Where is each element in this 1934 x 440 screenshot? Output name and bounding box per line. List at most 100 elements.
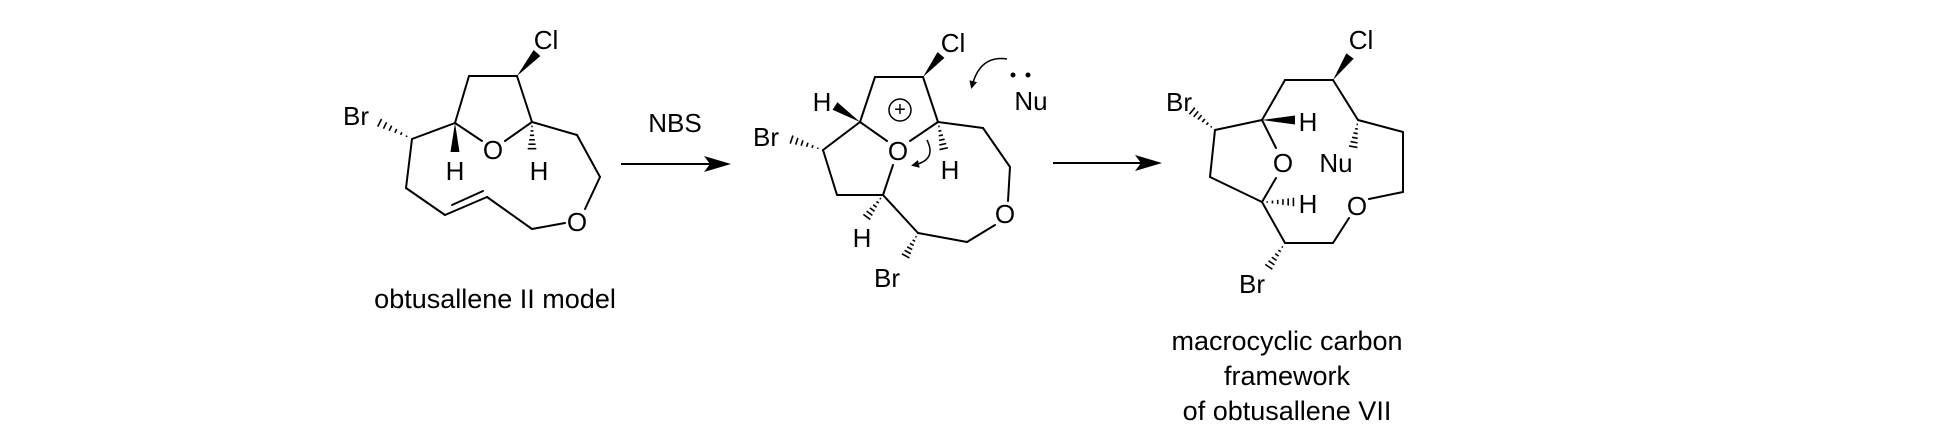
hash-stroke (872, 204, 878, 208)
atom-br: Br (343, 101, 369, 131)
wedge-shape (1262, 115, 1295, 125)
hash-stroke (1353, 132, 1358, 135)
wedge-bond-cl (1333, 53, 1354, 80)
hash-stroke (394, 128, 398, 134)
wedge-shape (832, 102, 860, 122)
atom-br-top: Br (753, 122, 779, 152)
hash-stroke (1351, 136, 1358, 140)
caption-line-2: framework (1224, 361, 1351, 391)
atom-o-oxonium: O (888, 136, 908, 166)
hash-bond-br (789, 135, 819, 150)
atom-br-bottom: Br (1239, 269, 1265, 299)
hash-bond-br-top (1188, 107, 1213, 128)
hash-bond-br-bottom (901, 235, 917, 259)
hash-bond-h (938, 125, 949, 151)
wedge-shape (517, 50, 541, 76)
caption-line-1: macrocyclic carbon (1171, 326, 1402, 356)
atom-o-ring: O (483, 135, 503, 165)
hash-stroke (1268, 260, 1275, 266)
molecule-obtusallene-vii-framework: Cl Br H O Nu H O Br macrocyclic carbon f… (1166, 25, 1404, 426)
atom-o-macro: O (995, 199, 1015, 229)
hash-stroke (869, 207, 875, 212)
hash-stroke (1350, 140, 1358, 144)
atom-h-bottom: H (1299, 189, 1318, 219)
hash-stroke (879, 197, 882, 200)
hash-stroke (399, 131, 403, 136)
wedge-shape (450, 123, 460, 152)
wedge-bond-h (1262, 115, 1295, 125)
hash-stroke (866, 210, 873, 217)
hash-stroke (938, 138, 945, 142)
hash-stroke (909, 242, 915, 247)
hash-stroke (912, 239, 916, 243)
hash-stroke (938, 129, 942, 132)
hash-stroke (789, 135, 794, 144)
molecule-oxonium-intermediate: + Cl H Br O H H Br O Nu (753, 28, 1048, 293)
wedge-bond-cl (923, 52, 945, 77)
caption-obtusallene-ii-model: obtusallene II model (374, 284, 616, 314)
wedge-bond-h (832, 102, 860, 122)
atom-h-top: H (813, 87, 832, 117)
reaction-arrow-1: NBS (621, 108, 731, 172)
hash-bond-h-bottom (862, 197, 882, 221)
hash-bond-br (376, 118, 408, 138)
atom-h-bottom: H (853, 223, 872, 253)
bonds (1209, 79, 1404, 244)
caption-line-3: of obtusallene VII (1183, 396, 1392, 426)
curved-arrow-nucleophile-attack (969, 57, 1008, 89)
reaction-arrow-2 (1053, 155, 1162, 171)
hash-stroke (906, 246, 913, 251)
atom-o-bridge: O (1273, 148, 1293, 178)
arrow-head (1135, 155, 1162, 171)
atom-h-top: H (1299, 107, 1318, 137)
hash-stroke (794, 137, 799, 145)
hash-stroke (939, 142, 947, 146)
atom-br-bottom: Br (874, 263, 900, 293)
hash-stroke (914, 235, 917, 238)
hash-stroke (382, 121, 388, 130)
hash-stroke (904, 249, 912, 255)
hash-stroke (376, 118, 383, 128)
atom-h-left: H (446, 156, 465, 186)
hash-stroke (405, 135, 408, 138)
hash-stroke (1205, 122, 1209, 126)
atom-br-top: Br (1166, 87, 1192, 117)
hash-stroke (901, 253, 910, 259)
atom-nu: Nu (1319, 148, 1352, 178)
hash-stroke (939, 146, 949, 151)
hash-stroke (1201, 118, 1206, 123)
hash-stroke (805, 142, 809, 148)
hash-stroke (862, 213, 871, 221)
hash-stroke (1274, 253, 1280, 257)
lone-pair-dot (1025, 72, 1031, 78)
positive-charge: + (894, 99, 906, 121)
wedge-shape (923, 52, 945, 77)
atom-cl: Cl (534, 25, 559, 55)
hash-stroke (800, 140, 804, 146)
curved-arrow-bond-cleavage (911, 139, 931, 168)
wedge-shape (1333, 53, 1354, 80)
atom-cl: Cl (1349, 25, 1374, 55)
hash-bond-h (1266, 197, 1295, 207)
hash-stroke (1264, 263, 1273, 270)
atom-o-macro: O (1347, 191, 1367, 221)
hash-stroke (1193, 110, 1199, 118)
hash-stroke (1277, 249, 1282, 253)
atom-h-right: H (530, 156, 549, 186)
hash-bond-nu (1348, 123, 1359, 149)
bonds (405, 75, 601, 230)
hash-bond-h (527, 125, 537, 150)
wedge-bond-h (450, 123, 460, 152)
hash-stroke (1354, 127, 1358, 130)
hash-stroke (1210, 125, 1213, 128)
reagent-nbs: NBS (648, 108, 701, 138)
hash-stroke (1197, 114, 1203, 121)
bonds (822, 76, 1011, 243)
lone-pair-dot (1010, 72, 1016, 78)
atom-h-right: H (941, 155, 960, 185)
hash-stroke (388, 125, 393, 132)
hash-stroke (938, 134, 944, 137)
hash-stroke (1271, 256, 1278, 262)
hash-stroke (875, 200, 880, 204)
